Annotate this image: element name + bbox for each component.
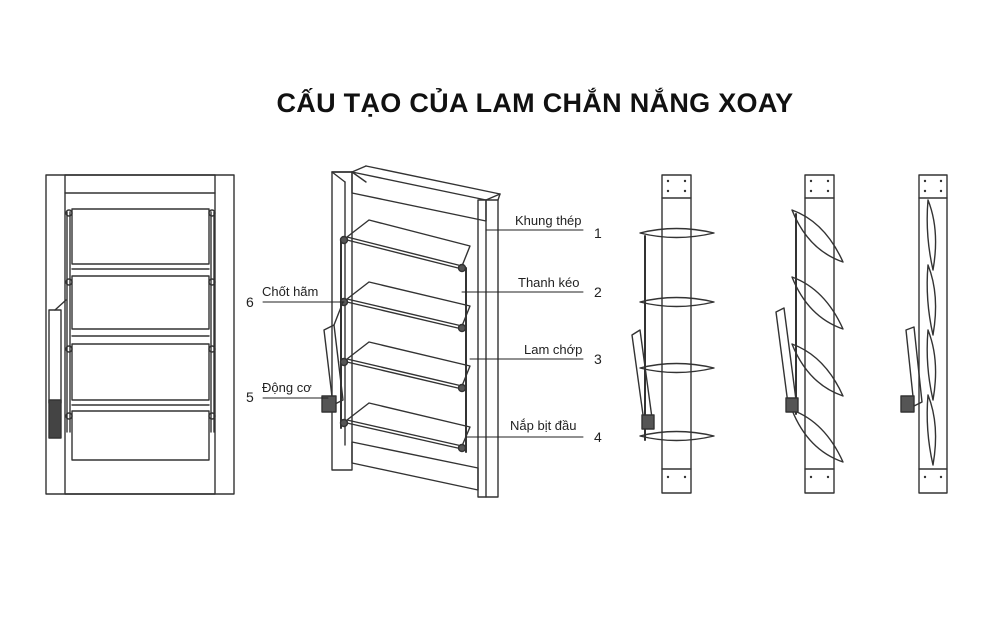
front-view (45, 174, 235, 495)
label-khung-thep: Khung thép (515, 213, 582, 228)
perspective-louvers (346, 219, 471, 450)
label-nap-bit-dau: Nắp bịt đầu (510, 418, 577, 433)
diagram-title: CẤU TẠO CỦA LAM CHẮN NẮNG XOAY (276, 88, 794, 118)
side-view-horizontal (631, 174, 715, 494)
side-view-tilted (775, 174, 844, 494)
number-6: 6 (246, 294, 254, 310)
side-view-closed-blades (926, 199, 937, 466)
callouts (262, 229, 584, 438)
perspective-view (321, 165, 501, 498)
perspective-motor (321, 301, 344, 413)
label-thanh-keo: Thanh kéo (518, 275, 579, 290)
side-view-tilted-blades (791, 209, 844, 463)
label-dong-co: Động cơ (262, 380, 312, 395)
number-2: 2 (594, 284, 602, 300)
side-view-closed (900, 174, 948, 494)
front-view-motor (48, 299, 67, 439)
front-view-louvers (71, 208, 210, 461)
number-3: 3 (594, 351, 602, 367)
number-5: 5 (246, 389, 254, 405)
number-1: 1 (594, 225, 602, 241)
side-view-horizontal-blades (639, 227, 715, 442)
number-4: 4 (594, 429, 602, 445)
label-lam-chop: Lam chớp (524, 342, 582, 357)
label-chot-ham: Chốt hãm (262, 284, 318, 299)
